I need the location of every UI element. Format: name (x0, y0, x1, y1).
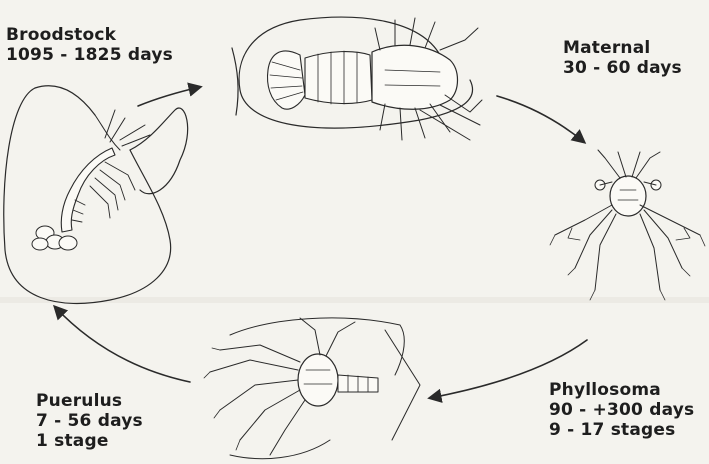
stage-name: Phyllosoma (549, 380, 694, 400)
stage-label-phyllosoma: Phyllosoma 90 - +300 days 9 - 17 stages (549, 380, 694, 440)
arrow-broodstock-to-maternal (138, 87, 200, 106)
stage-name: Puerulus (36, 391, 143, 411)
berried-lobster-icon (232, 17, 482, 140)
stage-label-maternal: Maternal 30 - 60 days (563, 38, 682, 78)
phyllosoma-larva-icon (550, 150, 705, 300)
stage-duration: 7 - 56 days (36, 411, 143, 431)
stage-label-broodstock: Broodstock 1095 - 1825 days (6, 25, 173, 65)
stage-count: 9 - 17 stages (549, 420, 694, 440)
stage-duration: 30 - 60 days (563, 58, 682, 78)
cycle-arrows (55, 87, 587, 398)
stage-name: Broodstock (6, 25, 173, 45)
stage-label-puerulus: Puerulus 7 - 56 days 1 stage (36, 391, 143, 451)
puerulus-icon (204, 318, 420, 459)
scan-band (0, 297, 709, 303)
stage-duration: 1095 - 1825 days (6, 45, 173, 65)
stage-count: 1 stage (36, 431, 143, 451)
stage-duration: 90 - +300 days (549, 400, 694, 420)
arrow-maternal-to-phyllosoma (497, 96, 584, 142)
stage-name: Maternal (563, 38, 682, 58)
arrow-puerulus-to-broodstock (55, 307, 190, 382)
adult-lobster-side-icon (4, 86, 188, 304)
